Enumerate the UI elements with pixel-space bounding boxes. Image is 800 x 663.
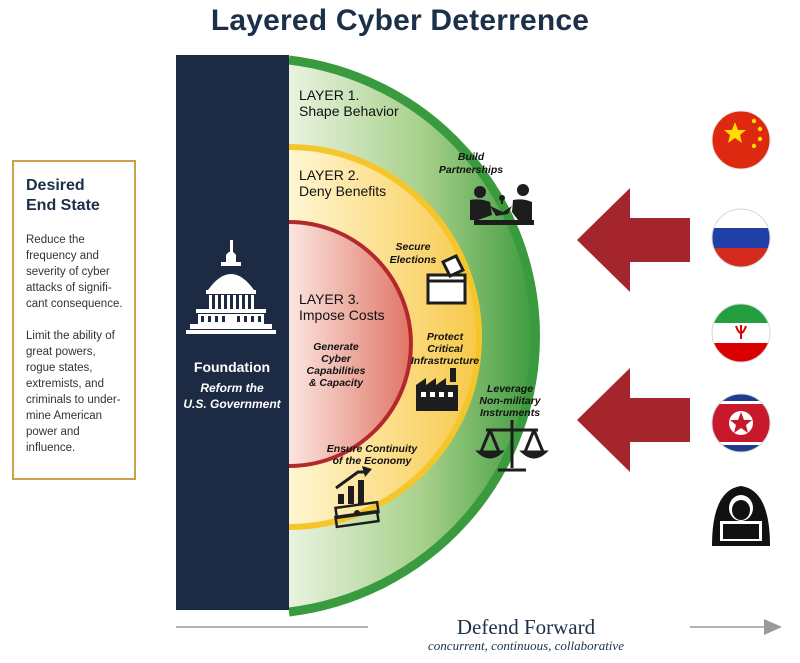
ballot-box-icon	[426, 254, 467, 305]
russia-flag-icon	[712, 209, 770, 267]
desired-end-state-para-2: Limit the ability of great powers, rogue…	[26, 330, 121, 454]
layer-3-number: LAYER 3.	[299, 291, 359, 307]
label-generate-4: & Capacity	[309, 377, 364, 389]
factory-icon	[416, 368, 458, 411]
layer-3-title: Impose Costs	[299, 307, 385, 323]
label-protect-1: Protect	[427, 331, 464, 343]
desired-end-state-box: Desired End State Reduce the frequency a…	[12, 160, 136, 480]
partnership-icon	[470, 184, 534, 225]
label-generate-3: Capabilities	[307, 365, 366, 377]
page-title: Layered Cyber Deterrence	[210, 4, 590, 37]
money-growth-icon	[334, 466, 380, 529]
label-protect-3: Infrastructure	[411, 355, 479, 367]
capitol-icon	[186, 240, 276, 334]
foundation-sub-1: Reform the	[200, 381, 264, 395]
label-continuity-2: of the Economy	[333, 455, 413, 467]
layer-2-number: LAYER 2.	[299, 167, 359, 183]
lightbulb-icon	[499, 195, 505, 204]
label-build-2: Partnerships	[439, 164, 503, 176]
foundation-sub-2: U.S. Government	[183, 397, 281, 411]
label-generate-1: Generate	[313, 341, 359, 353]
foundation-label: Foundation	[194, 359, 270, 375]
china-flag-icon	[712, 111, 770, 169]
north-korea-flag-icon	[712, 394, 770, 452]
layer-3-ring	[288, 220, 413, 468]
iran-flag-icon	[712, 304, 770, 362]
label-secure-1: Secure	[395, 241, 430, 253]
incoming-arrow-upper	[577, 188, 690, 292]
defend-forward-label: Defend Forward concurrent, continuous, c…	[376, 615, 676, 654]
label-generate-2: Cyber	[321, 353, 352, 365]
defend-forward-axis	[176, 619, 782, 635]
scales-icon	[475, 420, 549, 472]
hacker-icon	[712, 486, 770, 546]
layer-1-title: Shape Behavior	[299, 103, 399, 119]
label-secure-2: Elections	[390, 254, 437, 266]
desired-end-state-para-1: Reduce the frequency and severity of cyb…	[26, 234, 123, 310]
layer-2-title: Deny Benefits	[299, 183, 386, 199]
label-leverage-3: Instruments	[480, 407, 540, 419]
label-leverage-1: Leverage	[487, 383, 533, 395]
label-continuity-1: Ensure Continuity	[327, 443, 419, 455]
desired-end-state-heading-2: End State	[26, 197, 100, 214]
label-leverage-2: Non-military	[479, 395, 541, 407]
defend-forward-subtitle: concurrent, continuous, collaborative	[428, 638, 624, 653]
defend-forward-title: Defend Forward	[456, 615, 596, 639]
label-build-1: Build	[458, 151, 485, 163]
label-protect-2: Critical	[427, 343, 464, 355]
layer-1-number: LAYER 1.	[299, 87, 359, 103]
incoming-arrow-lower	[577, 368, 690, 472]
desired-end-state-heading-1: Desired	[26, 177, 85, 194]
